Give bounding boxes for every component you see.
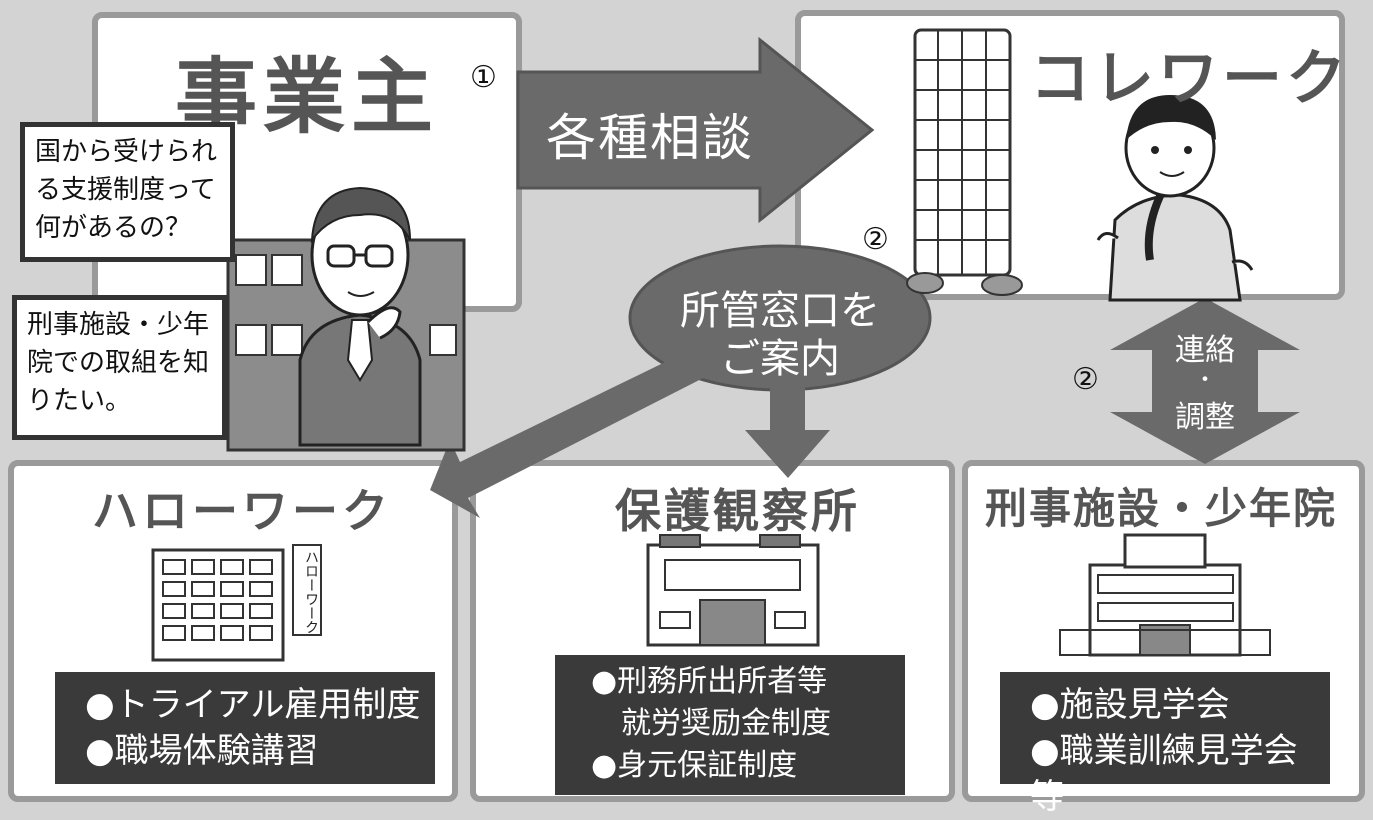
bubble1-line3: 何があるの？ <box>35 213 192 243</box>
down-arrow <box>745 385 830 478</box>
corework-panel <box>795 10 1345 300</box>
corrections-title: 刑事施設・少年院 <box>985 484 1338 533</box>
probation-building-illustration <box>646 534 820 647</box>
liaison-arrow <box>1110 298 1300 464</box>
bubble1-line2: る支援制度って <box>35 175 216 205</box>
corework-tower-illustration <box>906 28 1023 296</box>
guide-label-line1: 所管窓口を <box>680 288 880 334</box>
probation-item-incentive-1: ●刑務所出所者等 <box>591 664 828 699</box>
consult-arrow-label: 各種相談 <box>546 109 754 167</box>
hellowork-item-workexp: ●職場体験講習 <box>85 731 319 771</box>
liaison-line2: 調整 <box>1175 400 1235 435</box>
liaison-dot: ・ <box>1193 368 1216 393</box>
bubble1-line1: 国から受けられ <box>35 137 218 167</box>
corrections-programs: ●施設見学会 ●職業訓練見学会等 <box>1000 672 1330 817</box>
guide-label-line2: ご案内 <box>720 336 840 382</box>
question-bubble-facilities: 刑事施設・少年 院での取組を知 りたい。 <box>12 295 227 440</box>
probation-title: 保護観察所 <box>615 484 860 538</box>
businessman-illustration <box>298 186 422 447</box>
step1-number: ① <box>470 60 497 95</box>
corrections-item-training-tour: ●職業訓練見学会等 <box>1030 731 1298 817</box>
probation-item-incentive-2: 就労奨励金制度 <box>591 706 831 741</box>
diagonal-arrow <box>430 345 715 518</box>
bubble2-line3: りたい。 <box>27 386 132 416</box>
liaison-number: ② <box>1072 362 1099 397</box>
hellowork-item-trial: ●トライアル雇用制度 <box>85 685 421 725</box>
probation-item-guarantee: ●身元保証制度 <box>591 748 798 783</box>
hellowork-title: ハローワーク <box>92 484 392 538</box>
bubble2-line2: 院での取組を知 <box>27 348 210 378</box>
corrections-item-tour: ●施設見学会 <box>1030 685 1230 725</box>
step2-number: ② <box>862 222 889 257</box>
question-bubble-support: 国から受けられ る支援制度って 何があるの？ <box>20 122 235 262</box>
staff-woman-illustration <box>1096 95 1254 302</box>
hellowork-sign: ハローワーク <box>303 550 319 634</box>
corework-title: コレワーク <box>1030 44 1350 114</box>
liaison-line1: 連絡 <box>1175 333 1235 368</box>
consult-arrow <box>516 36 875 224</box>
hellowork-programs: ●トライアル雇用制度 ●職場体験講習 <box>55 672 435 784</box>
bubble2-line1: 刑事施設・少年 <box>27 310 210 340</box>
corrections-building-illustration <box>1059 533 1271 657</box>
hellowork-building-illustration <box>151 544 322 662</box>
probation-programs: ●刑務所出所者等 就労奨励金制度 ●身元保証制度 <box>555 655 905 795</box>
